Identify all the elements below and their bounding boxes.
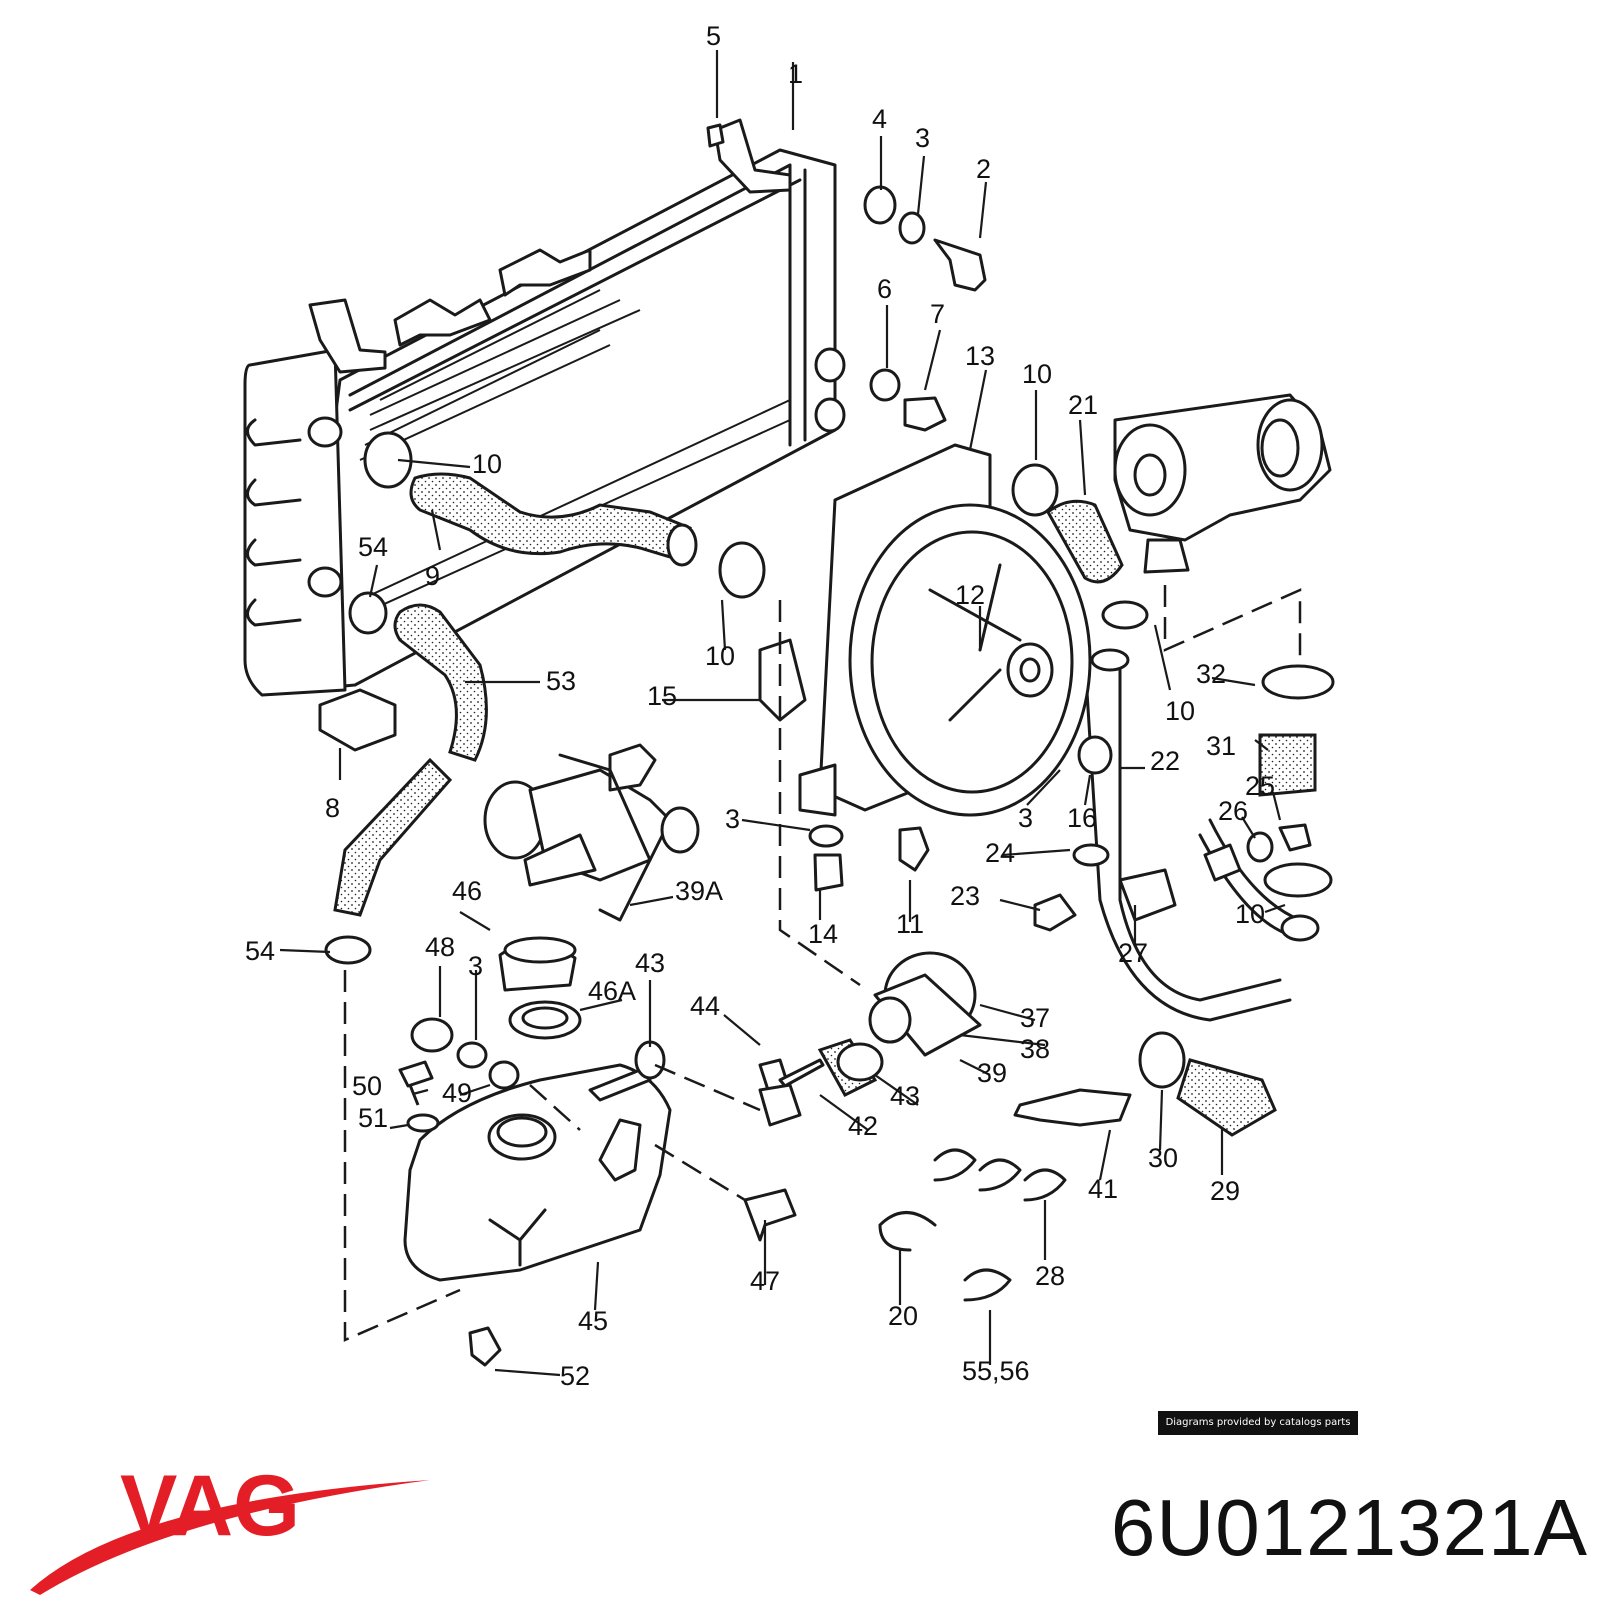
callout-3: 3 (915, 123, 930, 153)
thermostat-housing (483, 743, 700, 922)
callout-24: 24 (985, 838, 1015, 868)
callout-11: 11 (896, 909, 924, 939)
callout-22: 22 (1150, 746, 1180, 776)
callout-49: 49 (442, 1078, 472, 1108)
callout-55-56: 55,56 (962, 1356, 1030, 1386)
callout-21: 21 (1068, 390, 1098, 420)
callout-37: 37 (1020, 1003, 1050, 1033)
callout-10: 10 (472, 449, 502, 479)
callout-41: 41 (1088, 1174, 1118, 1204)
assembly-lines (343, 585, 1302, 1342)
callout-13: 13 (965, 341, 995, 371)
callout-9: 9 (425, 561, 440, 591)
callout-43: 43 (635, 948, 665, 978)
callout-10: 10 (1165, 696, 1195, 726)
callout-7: 7 (930, 299, 945, 329)
callout-38: 38 (1020, 1034, 1050, 1064)
callout-47: 47 (750, 1266, 780, 1296)
callout-50: 50 (352, 1071, 382, 1101)
callout-12: 12 (955, 580, 985, 610)
callout-43: 43 (890, 1081, 920, 1111)
callout-25: 25 (1245, 771, 1275, 801)
callout-45: 45 (578, 1306, 608, 1336)
callout-10: 10 (705, 641, 735, 671)
callout-39a: 39A (675, 876, 723, 906)
fan-shroud-assembly (758, 443, 1092, 817)
callout-5: 5 (706, 21, 721, 51)
credit-banner: Diagrams provided by catalogs parts (1158, 1411, 1358, 1435)
callout-46: 46 (452, 876, 482, 906)
callout-3: 3 (1018, 803, 1033, 833)
vag-logo: VAG (30, 1458, 430, 1595)
radiator (243, 118, 846, 752)
callout-31: 31 (1206, 731, 1236, 761)
callout-14: 14 (808, 919, 838, 949)
callout-48: 48 (425, 932, 455, 962)
callout-3: 3 (725, 804, 740, 834)
callout-15: 15 (647, 681, 677, 711)
callout-42: 42 (848, 1111, 878, 1141)
callout-20: 20 (888, 1301, 918, 1331)
callout-8: 8 (325, 793, 340, 823)
callout-1: 1 (788, 59, 803, 89)
callout-4: 4 (872, 104, 887, 134)
callout-10: 10 (1022, 359, 1052, 389)
callout-16: 16 (1067, 803, 1097, 833)
callout-53: 53 (546, 666, 576, 696)
expansion-tank (403, 1063, 672, 1282)
callout-23: 23 (950, 881, 980, 911)
callout-46a: 46A (588, 976, 636, 1006)
callout-54: 54 (358, 532, 388, 562)
small-parts (324, 123, 1335, 1367)
callout-32: 32 (1196, 659, 1226, 689)
callout-27: 27 (1118, 938, 1148, 968)
callout-30: 30 (1148, 1143, 1178, 1173)
callout-54: 54 (245, 936, 275, 966)
callout-labels: 5 1 4 3 2 6 7 13 10 21 10 9 54 10 12 10 … (245, 21, 1275, 1391)
callout-2: 2 (976, 154, 991, 184)
logo-wordmark: VAG (120, 1458, 300, 1554)
callout-10: 10 (1235, 899, 1265, 929)
water-pump (1113, 393, 1332, 574)
callout-28: 28 (1035, 1261, 1065, 1291)
leader-lines (279, 50, 1286, 1377)
callout-26: 26 (1218, 796, 1248, 826)
callout-3: 3 (468, 951, 483, 981)
callout-29: 29 (1210, 1176, 1240, 1206)
callout-6: 6 (877, 274, 892, 304)
part-number: 6U0121321A (1110, 1483, 1588, 1572)
callout-52: 52 (560, 1361, 590, 1391)
callout-44: 44 (690, 991, 720, 1021)
callout-51: 51 (358, 1103, 388, 1133)
callout-39: 39 (977, 1058, 1007, 1088)
